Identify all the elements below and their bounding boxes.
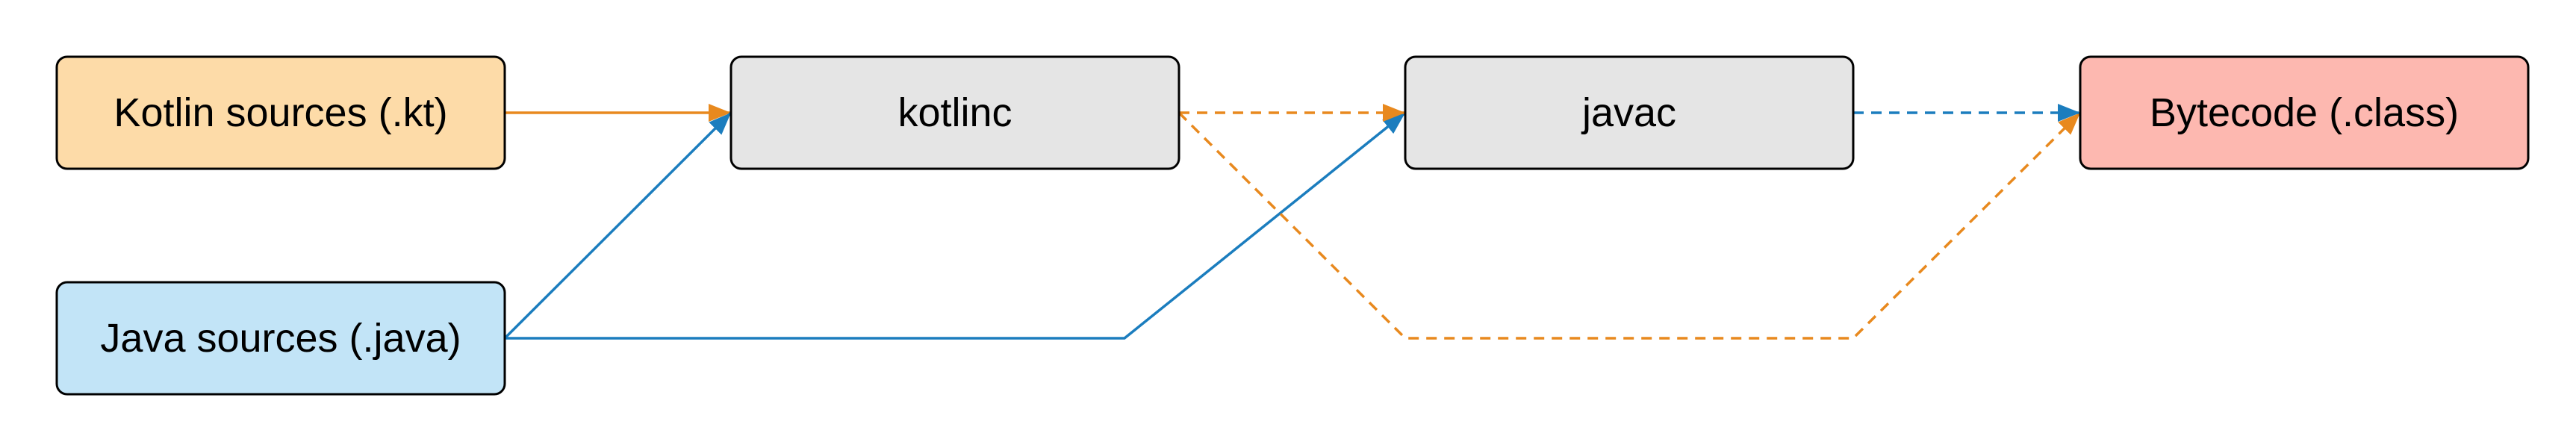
node-bytecode-label: Bytecode (.class) [2150,90,2459,135]
edge-kotlinc-to-bytecode [1177,111,2082,340]
node-javac: javac [1404,55,1855,170]
node-kotlin-sources: Kotlin sources (.kt) [55,55,506,170]
node-bytecode-box [2079,55,2530,170]
node-kotlinc-box [729,55,1180,170]
node-kotlin-sources-box [55,55,506,170]
node-kotlinc: kotlinc [729,55,1180,170]
node-kotlin-sources-label: Kotlin sources (.kt) [113,90,447,135]
edge-java-sources-to-javac [505,111,1407,340]
node-kotlinc-label: kotlinc [897,90,1012,135]
node-java-sources-label: Java sources (.java) [100,316,461,361]
nodes-layer: Kotlin sources (.kt) Java sources (.java… [55,55,2530,396]
node-javac-label: javac [1581,90,1676,135]
node-java-sources: Java sources (.java) [55,281,506,396]
edges-layer [503,104,2082,340]
edge-java-sources-to-kotlinc [503,111,732,340]
node-javac-box [1404,55,1855,170]
node-java-sources-box [55,281,506,396]
node-bytecode: Bytecode (.class) [2079,55,2530,170]
